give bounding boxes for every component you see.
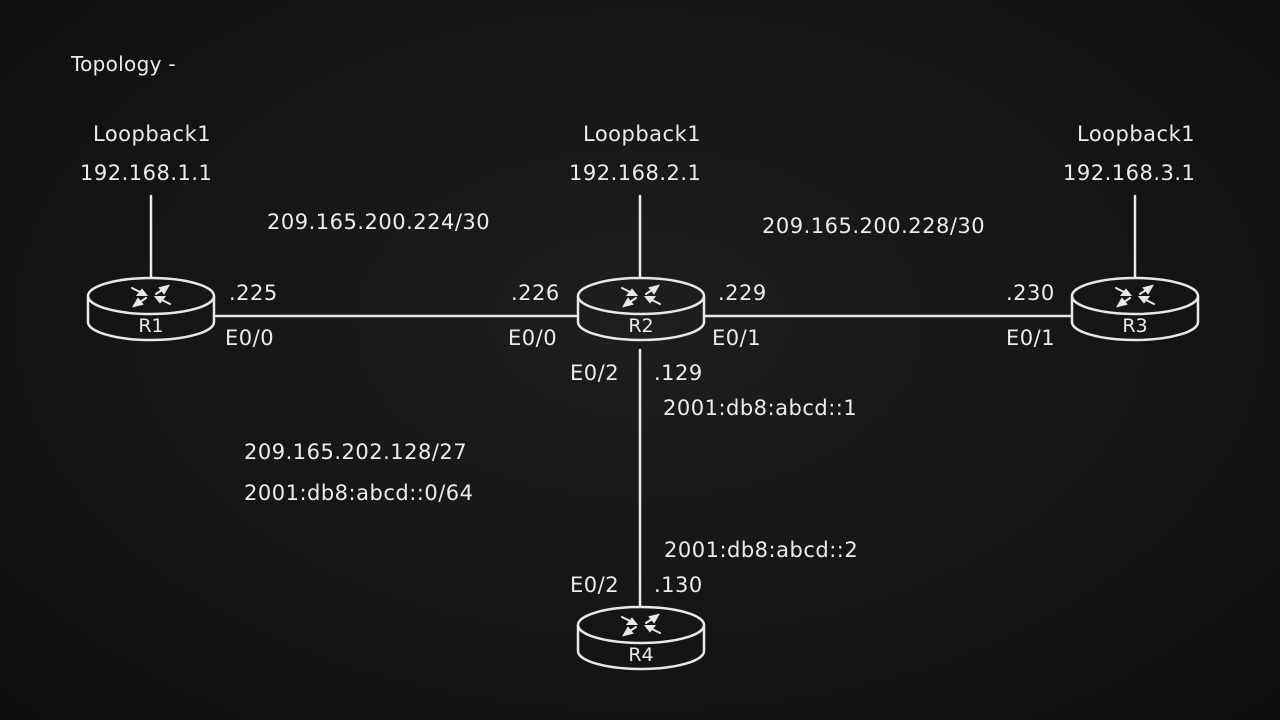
host-r4-e02: .130	[654, 573, 703, 597]
intf-r2-e00: E0/0	[508, 326, 558, 350]
intf-r3-e01: E0/1	[1006, 326, 1056, 350]
router-icon	[1070, 276, 1200, 342]
subnet-r1-r2: 209.165.200.224/30	[267, 210, 491, 234]
router-name-r2: R2	[628, 315, 654, 337]
router-name-r3: R3	[1122, 315, 1148, 337]
ipv6-r2-e02: 2001:db8:abcd::1	[663, 396, 858, 420]
loopback-label-r1: Loopback1	[93, 122, 212, 146]
subnet-r2-r4-v6: 2001:db8:abcd::0/64	[244, 481, 474, 505]
router-name-r4: R4	[628, 644, 654, 666]
router-icon	[576, 276, 706, 342]
host-r2-e00: .226	[511, 281, 560, 305]
router-name-r1: R1	[138, 315, 164, 337]
router-r1: R1	[86, 276, 216, 342]
loopback-label-r3: Loopback1	[1077, 122, 1196, 146]
host-r2-e02: .129	[654, 361, 703, 385]
router-icon	[576, 605, 706, 671]
router-r3: R3	[1070, 276, 1200, 342]
subnet-r2-r4-v4: 209.165.202.128/27	[244, 440, 468, 464]
loopback-label-r2: Loopback1	[583, 122, 702, 146]
page-title: Topology -	[71, 52, 176, 76]
router-r4: R4	[576, 605, 706, 671]
loopback-ip-r3: 192.168.3.1	[1063, 161, 1196, 185]
subnet-r2-r3: 209.165.200.228/30	[762, 214, 986, 238]
host-r2-e01: .229	[718, 281, 767, 305]
loopback-ip-r2: 192.168.2.1	[569, 161, 702, 185]
host-r1-e00: .225	[229, 281, 278, 305]
intf-r1-e00: E0/0	[225, 326, 275, 350]
ipv6-r4-e02: 2001:db8:abcd::2	[664, 538, 859, 562]
router-icon	[86, 276, 216, 342]
loopback-ip-r1: 192.168.1.1	[80, 161, 213, 185]
intf-r4-e02: E0/2	[570, 573, 620, 597]
host-r3-e01: .230	[1006, 281, 1055, 305]
intf-r2-e01: E0/1	[712, 326, 762, 350]
router-r2: R2	[576, 276, 706, 342]
intf-r2-e02: E0/2	[570, 361, 620, 385]
